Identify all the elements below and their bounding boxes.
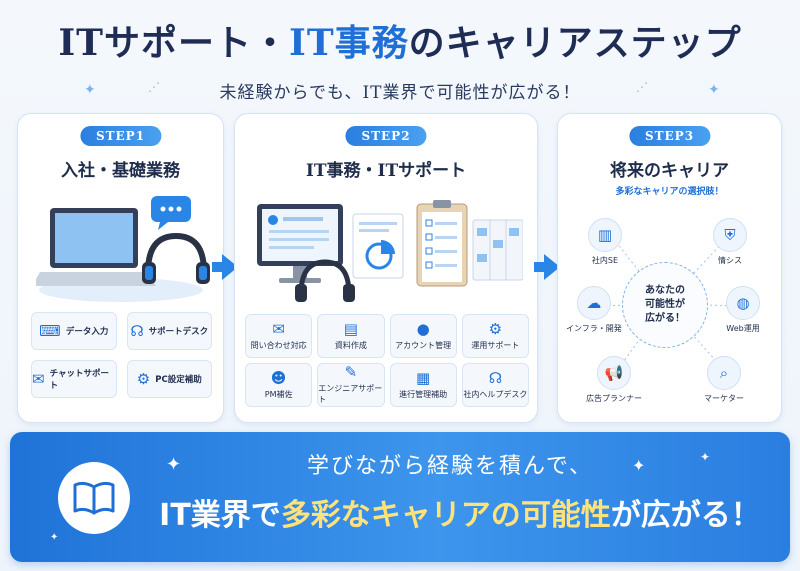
tile-progress-mgmt: ▦進行管理補助 bbox=[389, 363, 457, 407]
shield-icon: ⛨ bbox=[713, 218, 747, 252]
bottom-banner: 学びながら経験を積んで、 IT業界で多彩なキャリアの可能性が広がる！ ✦ ✦ ✦… bbox=[10, 432, 790, 562]
tile-pc-setup: ⚙PC設定補助 bbox=[126, 360, 212, 398]
document-icon: ▤ bbox=[343, 319, 358, 338]
step3-card: STEP3 将来のキャリア 多彩なキャリアの選択肢！ あなたの 可能性が 広がる… bbox=[557, 113, 782, 423]
tile-engineer-support: ✎エンジニアサポート bbox=[317, 363, 385, 407]
office-work-illustration bbox=[257, 200, 523, 302]
career-web-ops: ◍Web運用 bbox=[726, 286, 760, 334]
tile-support-desk: ☊サポートデスク bbox=[126, 312, 212, 350]
chat-icon: ✉ bbox=[272, 319, 285, 338]
step1-task-grid: ⌨データ入力 ☊サポートデスク ✉チャットサポート ⚙PC設定補助 bbox=[31, 312, 212, 398]
keyboard-icon: ⌨ bbox=[39, 321, 61, 340]
title-part-2: IT事務 bbox=[288, 22, 409, 64]
arrow-right-icon bbox=[534, 254, 560, 280]
calendar-icon: ▦ bbox=[416, 368, 431, 387]
sparkle-icon: ✦ bbox=[50, 532, 59, 543]
cloud-server-icon: ☁ bbox=[576, 286, 611, 320]
monitor-chart-icon: ▥ bbox=[588, 218, 622, 252]
step1-card: STEP1 入社・基礎業務 ⌨データ入力 ☊サポートデスク ✉チャットサポート … bbox=[17, 113, 224, 423]
headset-icon: ☊ bbox=[130, 321, 144, 340]
globe-icon: ◍ bbox=[726, 286, 760, 320]
dots-decoration: ⋰ bbox=[148, 80, 162, 94]
banner-line-1: 学びながら経験を積んで、 bbox=[306, 454, 594, 479]
book-icon bbox=[58, 462, 130, 534]
title-part-1: ITサポート・ bbox=[58, 22, 289, 64]
tile-data-entry: ⌨データ入力 bbox=[31, 312, 117, 350]
headset-icon: ☊ bbox=[488, 368, 503, 387]
tile-documents: ▤資料作成 bbox=[317, 314, 385, 358]
tile-ops-support: ⚙運用サポート bbox=[461, 314, 529, 358]
title-part-3: のキャリアステップ bbox=[408, 22, 742, 64]
gear-icon: ⚙ bbox=[136, 369, 151, 388]
chart-search-icon: ⌕ bbox=[707, 356, 741, 390]
step2-title: IT事務・ITサポート bbox=[305, 161, 467, 181]
tile-pm-assist: ☻PM補佐 bbox=[245, 363, 313, 407]
step3-subtitle: 多彩なキャリアの選択肢！ bbox=[615, 187, 724, 197]
wrench-icon: ✎ bbox=[344, 363, 358, 381]
user-icon: ● bbox=[416, 319, 430, 338]
banner-line-2: IT業界で多彩なキャリアの可能性が広がる！ bbox=[159, 498, 761, 533]
tile-inquiry: ✉問い合わせ対応 bbox=[245, 314, 313, 358]
career-marketer: ⌕マーケター bbox=[704, 356, 744, 404]
dots-decoration: ⋰ bbox=[636, 80, 650, 94]
sparkle-icon: ✦ bbox=[708, 82, 720, 98]
step1-pill: STEP1 bbox=[79, 126, 162, 146]
career-center-circle: あなたの 可能性が 広がる！ bbox=[622, 262, 708, 348]
step2-task-grid: ✉問い合わせ対応 ▤資料作成 ●アカウント管理 ⚙運用サポート ☻PM補佐 ✎エ… bbox=[245, 314, 529, 407]
sparkle-icon: ✦ bbox=[700, 450, 711, 464]
career-ad-planner: 📢広告プランナー bbox=[586, 356, 642, 404]
team-icon: ☻ bbox=[270, 368, 287, 387]
page-title: ITサポート・IT事務のキャリアステップ bbox=[0, 14, 800, 66]
step3-title: 将来のキャリア bbox=[610, 161, 729, 181]
tile-helpdesk: ☊社内ヘルプデスク bbox=[461, 363, 529, 407]
gear-icon: ⚙ bbox=[488, 319, 503, 338]
laptop-headset-illustration bbox=[36, 196, 210, 302]
sparkle-icon: ✦ bbox=[166, 454, 182, 475]
sparkle-icon: ✦ bbox=[632, 456, 646, 475]
step3-pill: STEP3 bbox=[628, 126, 711, 146]
tile-account-mgmt: ●アカウント管理 bbox=[389, 314, 457, 358]
chat-icon: ✉ bbox=[32, 369, 45, 388]
step1-title: 入社・基礎業務 bbox=[61, 161, 180, 181]
tile-chat-support: ✉チャットサポート bbox=[31, 360, 117, 398]
step2-card: STEP2 IT事務・ITサポート ✉問い合わせ対応 ▤資料作成 ●アカウント管… bbox=[234, 113, 538, 423]
career-in-house-se: ▥社内SE bbox=[588, 218, 622, 266]
career-info-sys: ⛨情シス bbox=[713, 218, 747, 266]
sparkle-icon: ✦ bbox=[84, 82, 96, 98]
career-infra-dev: ☁インフラ・開発 bbox=[566, 286, 622, 334]
megaphone-icon: 📢 bbox=[597, 356, 631, 390]
page-subtitle: 未経験からでも、IT業界で可能性が広がる！ bbox=[219, 83, 581, 103]
step2-pill: STEP2 bbox=[345, 126, 427, 146]
